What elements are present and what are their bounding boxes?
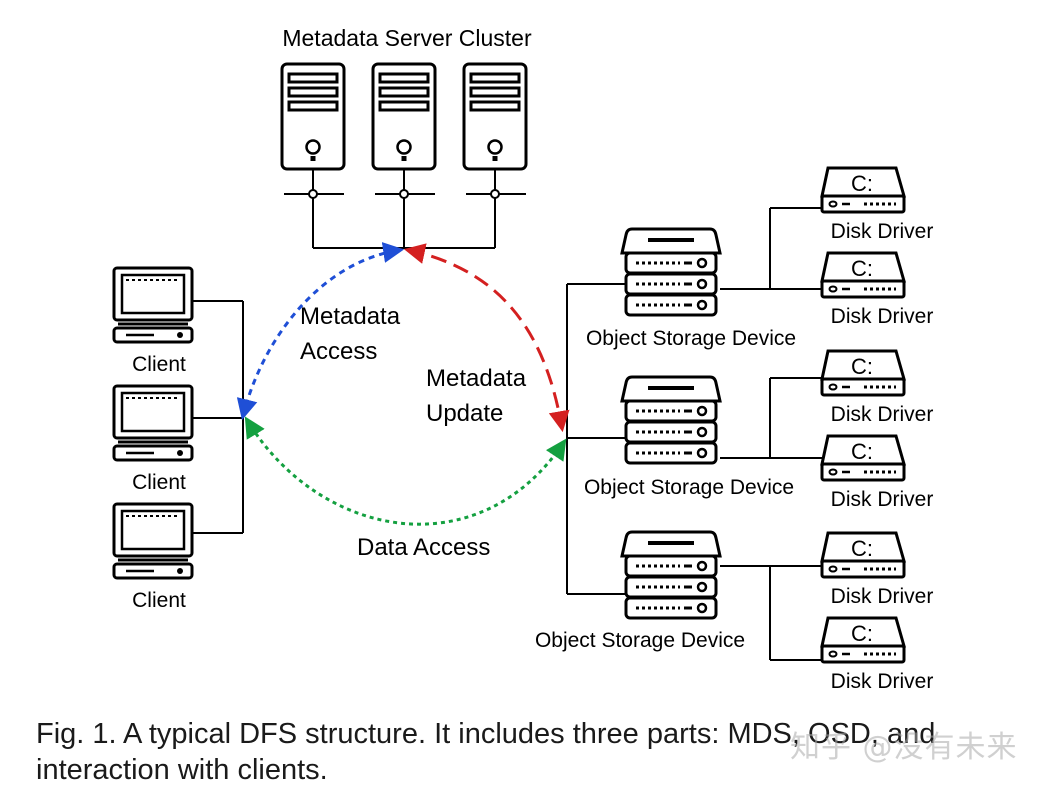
mds-interconnect [284, 169, 526, 249]
disk-letter: C: [851, 621, 873, 646]
disk-interconnect [720, 207, 822, 661]
disk-letter: C: [851, 354, 873, 379]
disk-label: Disk Driver [831, 670, 934, 693]
dfs-diagram: Metadata Server Cluster Client Client Cl… [112, 25, 934, 693]
osd-label: Object Storage Device [584, 476, 794, 499]
rack-server-icon [620, 530, 722, 620]
metadata-update-label: Update [426, 400, 503, 427]
disk-label: Disk Driver [831, 403, 934, 426]
metadata-update-arrow [403, 243, 570, 433]
client-label: Client [132, 353, 186, 376]
disk-letter: C: [851, 439, 873, 464]
caption-line: Fig. 1. A typical DFS structure. It incl… [36, 718, 936, 750]
disk-letter: C: [851, 536, 873, 561]
disk-label: Disk Driver [831, 488, 934, 511]
disk-label: Disk Driver [831, 305, 934, 328]
disk-letter: C: [851, 256, 873, 281]
terminal-computer-icon [112, 502, 194, 580]
server-tower-icon [280, 62, 346, 171]
data-access-arrow [244, 416, 567, 526]
disk-label: Disk Driver [831, 585, 934, 608]
rack-server-icon [620, 227, 722, 317]
disk-letter: C: [851, 171, 873, 196]
data-access-label: Data Access [357, 534, 490, 561]
client-label: Client [132, 589, 186, 612]
disk-label: Disk Driver [831, 220, 934, 243]
terminal-computer-icon [112, 266, 194, 344]
rack-server-icon [620, 375, 722, 465]
metadata-access-arrow [236, 242, 405, 421]
client-interconnect [192, 300, 244, 534]
metadata-update-label: Metadata [426, 365, 527, 392]
caption-line: interaction with clients. [36, 754, 328, 786]
figure-caption: Fig. 1. A typical DFS structure. It incl… [36, 716, 1026, 788]
osd-label: Object Storage Device [535, 629, 745, 652]
metadata-access-label: Metadata [300, 303, 401, 330]
mds-cluster-label: Metadata Server Cluster [282, 25, 532, 51]
metadata-access-label: Access [300, 338, 377, 365]
osd-label: Object Storage Device [586, 327, 796, 350]
server-tower-icon [462, 62, 528, 171]
client-label: Client [132, 471, 186, 494]
watermark: 知乎 @没有未来 [790, 730, 1018, 765]
server-tower-icon [371, 62, 437, 171]
terminal-computer-icon [112, 384, 194, 462]
